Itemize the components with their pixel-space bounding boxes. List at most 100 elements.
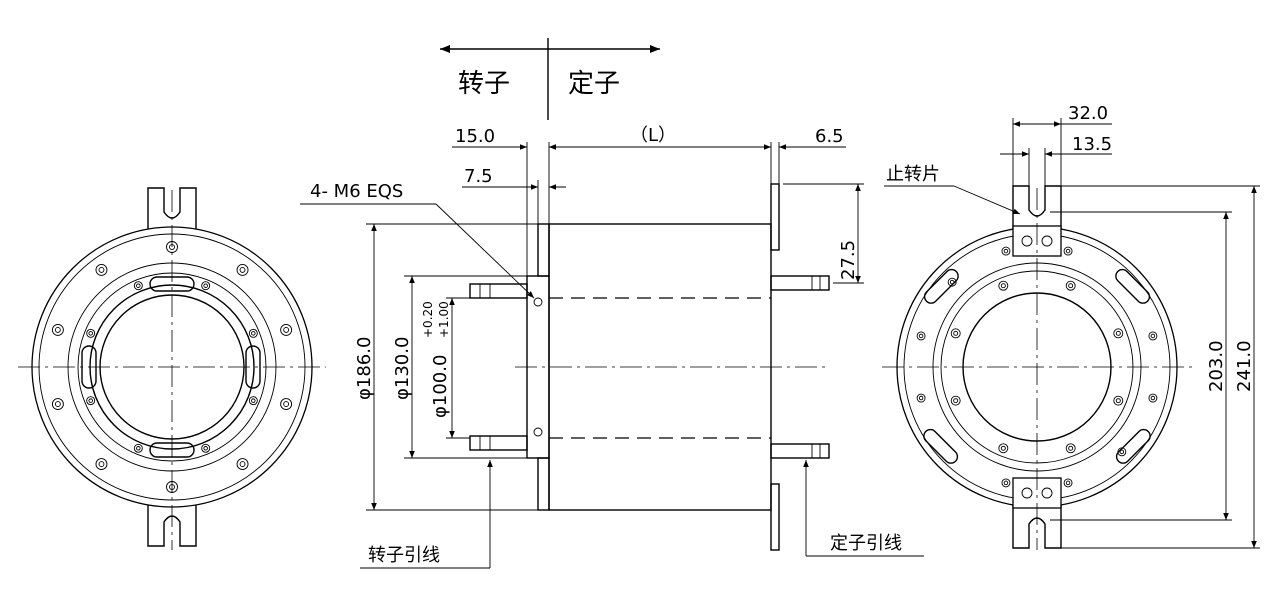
rotor-flange-step-bottom <box>537 457 550 511</box>
bolt-hole-center <box>1065 248 1071 254</box>
dim-slot-width-text: 13.5 <box>1072 134 1112 155</box>
stator-lead-bottom <box>770 443 830 459</box>
bolt-hole <box>51 323 64 336</box>
bolt-hole <box>95 458 108 471</box>
direction-header: 转子 定子 <box>440 38 660 120</box>
right-connector-bl <box>923 428 959 464</box>
inner-hole <box>248 396 258 406</box>
rotor-flange-step-top <box>537 223 550 277</box>
dim-tab-width-text: 32.0 <box>1068 103 1108 124</box>
bolt-hole-center <box>1150 395 1156 401</box>
inner-hole <box>998 443 1009 454</box>
inner-hole <box>1113 395 1124 406</box>
inner-hole <box>201 443 211 453</box>
inner-hole-center <box>1115 330 1121 336</box>
bolt-hole-center <box>54 326 61 333</box>
bolt-hole-center <box>1150 333 1156 339</box>
dim-length-text: （L） <box>630 125 676 146</box>
inner-hole-center <box>1000 445 1006 451</box>
dim-bolt-circle-text: φ130.0 <box>392 337 413 400</box>
bolt-hole <box>947 277 957 287</box>
stator-tab-bottom <box>770 483 780 551</box>
inner-hole-center <box>203 283 208 288</box>
inner-hole <box>1065 280 1076 291</box>
bolt-hole-center <box>1119 449 1125 455</box>
stator-lead-top <box>770 275 830 291</box>
bolt-hole-center <box>1065 480 1071 486</box>
bolt-hole-center <box>54 401 61 408</box>
inner-hole <box>950 395 961 406</box>
inner-hole <box>1113 328 1124 339</box>
bolt-hole <box>280 398 293 411</box>
bolt-hole-center <box>283 326 290 333</box>
bolt-hole <box>280 323 293 336</box>
dim-inner-span-text: 203.0 <box>1206 340 1227 392</box>
inner-hole-center <box>1068 283 1074 289</box>
inner-hole-center <box>251 398 256 403</box>
inner-hole <box>133 281 143 291</box>
bolt-hole <box>236 458 249 471</box>
stator-tab-top <box>770 183 780 251</box>
stator-header-label: 定子 <box>568 69 620 99</box>
bolt-hole <box>1001 478 1011 488</box>
inner-hole-center <box>1068 445 1074 451</box>
bolt-hole <box>1001 246 1011 256</box>
dim-stator-flange-text: 6.5 <box>815 126 844 147</box>
left-bolt-holes <box>51 241 293 493</box>
thread-leader <box>435 203 535 299</box>
inner-hole-center <box>88 398 93 403</box>
right-connector-br <box>1115 428 1151 464</box>
inner-hole <box>950 328 961 339</box>
bolt-hole <box>1148 393 1158 403</box>
rotor-leads-label: 转子引线 <box>368 545 440 566</box>
flange-thread-hole-top <box>533 297 543 307</box>
left-end-view <box>18 187 326 550</box>
dim-outer-span-text: 241.0 <box>1234 340 1255 392</box>
side-view: 15.0 7.5 （L） 6.5 4- M6 EQS 27.5 φ186.0 φ… <box>300 125 924 569</box>
dim-bore-text: φ100.0 <box>430 355 451 418</box>
inner-hole <box>86 328 96 338</box>
bolt-hole <box>95 263 108 276</box>
rotor-lead-top <box>469 283 528 299</box>
bolt-hole <box>916 331 926 341</box>
bolt-hole-center <box>918 333 924 339</box>
bolt-hole-center <box>1003 480 1009 486</box>
inner-hole-center <box>1115 398 1121 404</box>
inner-hole-center <box>251 331 256 336</box>
right-connector-tl <box>923 268 959 304</box>
bolt-hole <box>51 398 64 411</box>
dim-bore-tol-upper: +0.20 <box>421 301 435 338</box>
stator-leads-label: 定子引线 <box>830 533 902 554</box>
inner-hole <box>133 443 143 453</box>
inner-hole-center <box>136 446 141 451</box>
bolt-hole <box>916 393 926 403</box>
bolt-hole-center <box>1003 248 1009 254</box>
inner-hole <box>998 280 1009 291</box>
dim-bore-tol-lower: +1.00 <box>437 301 451 338</box>
inner-hole <box>201 281 211 291</box>
rotor-header-label: 转子 <box>458 69 510 99</box>
bolt-hole <box>1148 331 1158 341</box>
anti-rotation-label: 止转片 <box>886 164 940 185</box>
dim-rotor-flange-half-text: 7.5 <box>464 166 493 187</box>
right-connector-tr <box>1115 268 1151 304</box>
inner-hole <box>248 328 258 338</box>
left-inner-holes <box>86 281 258 453</box>
rotor-lead-bottom <box>469 435 528 451</box>
inner-hole-center <box>136 283 141 288</box>
bolt-hole-center <box>239 266 246 273</box>
inner-hole-center <box>88 331 93 336</box>
bolt-hole-center <box>918 395 924 401</box>
dim-rotor-flange-text: 15.0 <box>455 126 495 147</box>
inner-hole-center <box>203 446 208 451</box>
inner-hole-center <box>953 398 959 404</box>
bolt-hole <box>1063 478 1073 488</box>
bolt-hole <box>1063 246 1073 256</box>
anti-rotation-leader <box>953 185 1021 215</box>
bolt-hole-center <box>239 461 246 468</box>
inner-hole-center <box>1000 283 1006 289</box>
thread-callout-text: 4- M6 EQS <box>310 181 403 202</box>
bolt-hole-center <box>98 266 105 273</box>
bolt-hole-center <box>283 401 290 408</box>
